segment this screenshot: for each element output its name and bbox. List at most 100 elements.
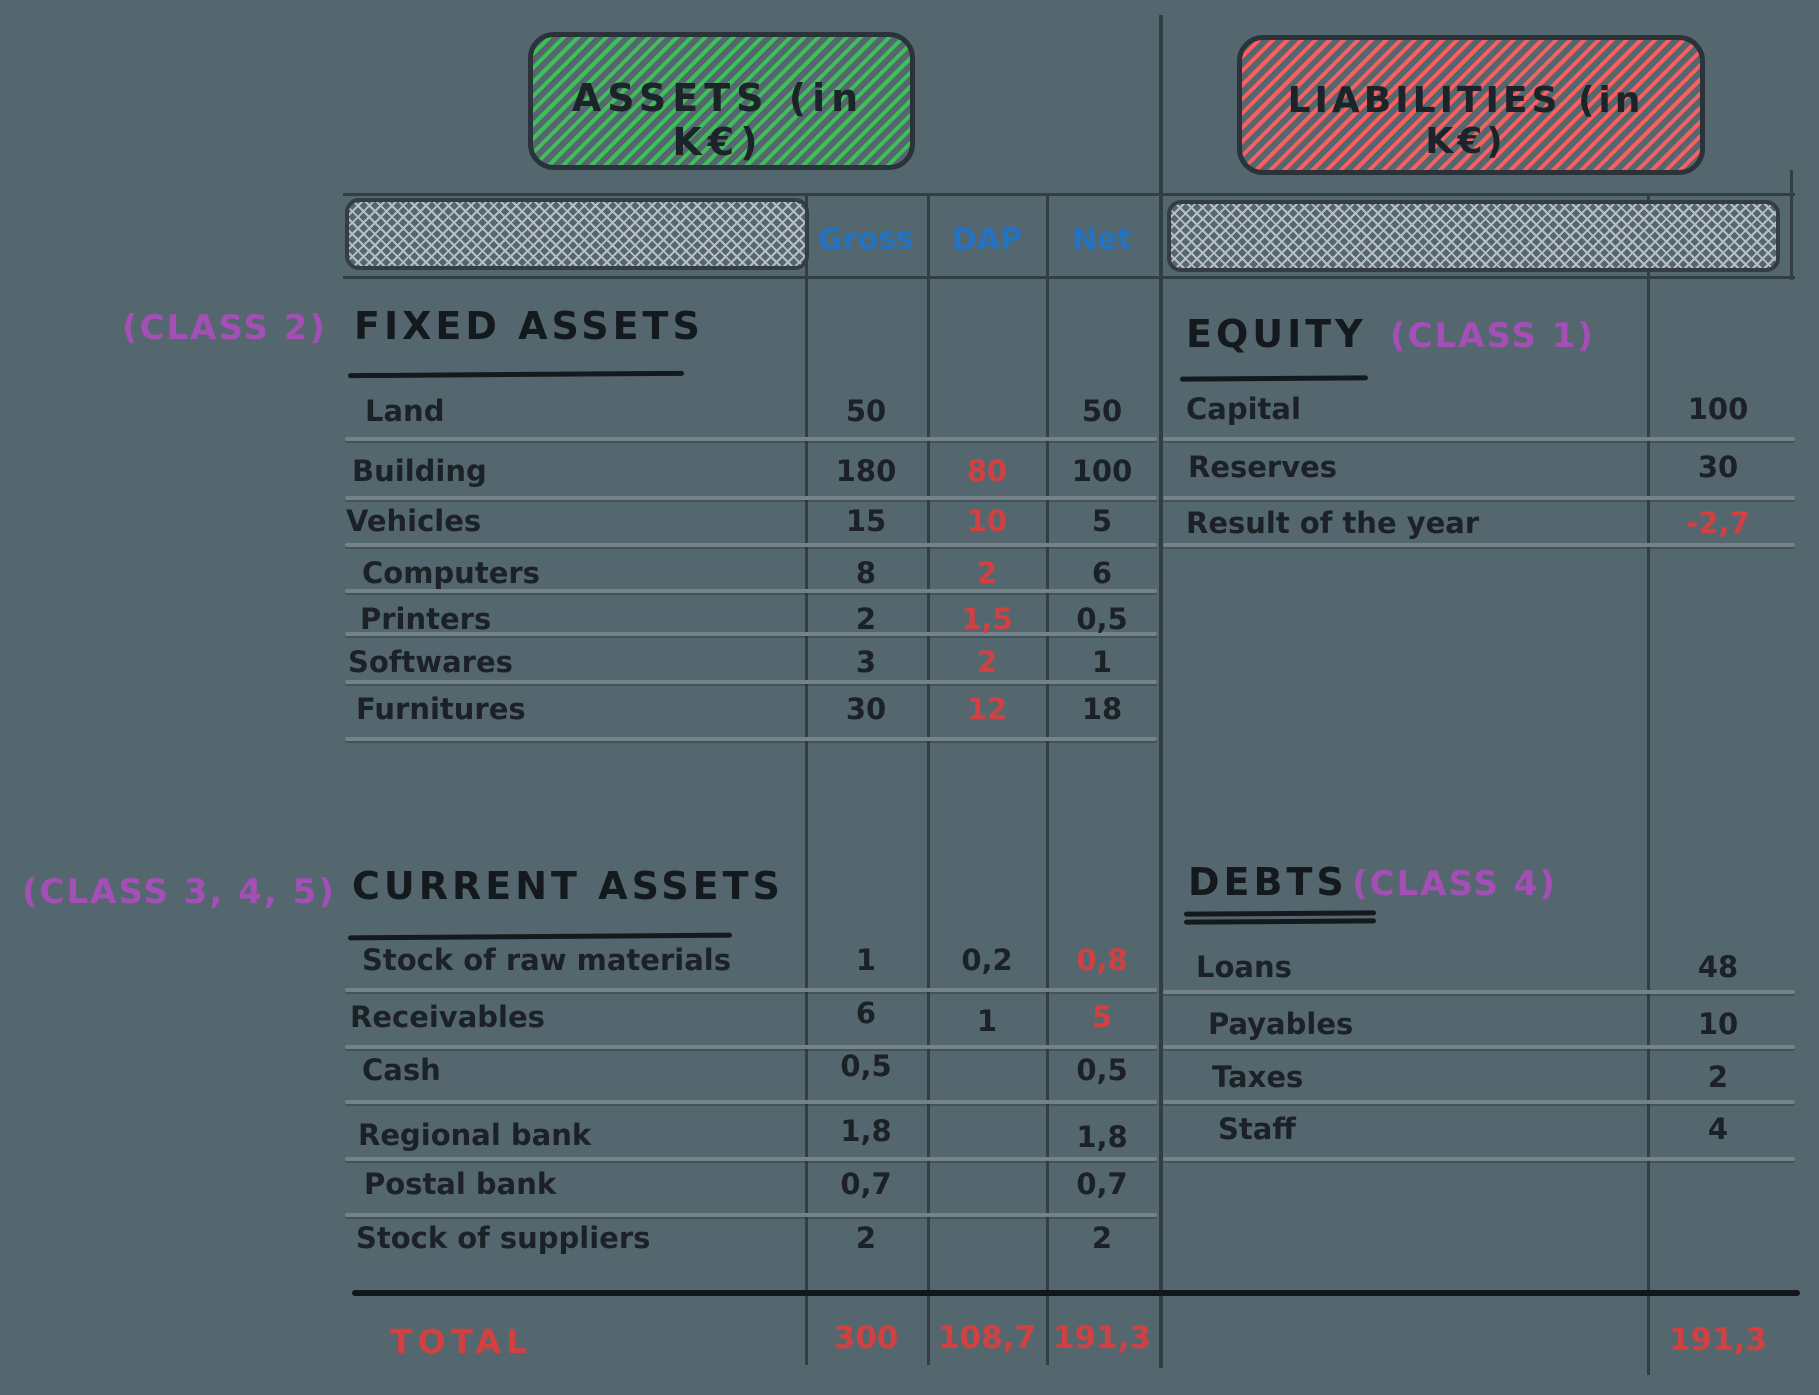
current-assets-class-label: (CLASS 3, 4, 5)	[22, 872, 336, 912]
row-separator-line	[345, 1045, 1157, 1049]
grid-line-gross-dap	[927, 195, 930, 1365]
row-net: 100	[1071, 454, 1133, 488]
row-value: 4	[1707, 1112, 1729, 1146]
row-net: 1,8	[1076, 1120, 1128, 1154]
row-label: Building	[352, 454, 487, 488]
assets-header-bar	[345, 198, 809, 270]
column-header-net: Net	[1071, 221, 1133, 258]
row-label: Stock of raw materials	[362, 943, 731, 977]
row-label: Payables	[1208, 1007, 1354, 1041]
liabilities-title-box	[1237, 35, 1705, 175]
row-gross: 15	[845, 504, 887, 538]
row-gross: 2	[855, 1221, 877, 1255]
row-label: Staff	[1218, 1112, 1296, 1146]
row-label: Land	[365, 394, 445, 428]
row-separator-line	[345, 1100, 1157, 1104]
row-value: 2	[1707, 1060, 1729, 1094]
row-separator-line	[345, 496, 1157, 500]
row-gross: 0,7	[840, 1167, 892, 1201]
row-label: Furnitures	[356, 692, 526, 726]
row-gross: 3	[855, 645, 877, 679]
row-separator-line	[1163, 1045, 1795, 1049]
grid-line-header-bottom	[343, 276, 1795, 279]
row-label: Vehicles	[346, 504, 482, 538]
row-gross: 8	[855, 556, 877, 590]
row-dap: 0,2	[961, 943, 1013, 977]
row-gross: 1	[855, 943, 877, 977]
row-value: 30	[1697, 450, 1739, 484]
assets-title-box	[528, 32, 915, 170]
row-net: 1	[1091, 645, 1113, 679]
debts-class-label: (CLASS 4)	[1352, 864, 1557, 904]
row-separator-line	[345, 437, 1157, 441]
row-net: 6	[1091, 556, 1113, 590]
row-label: Regional bank	[358, 1118, 592, 1152]
row-gross: 50	[845, 394, 887, 428]
row-separator-line	[345, 737, 1157, 741]
row-gross: 180	[835, 454, 897, 488]
row-gross: 6	[855, 996, 877, 1030]
row-separator-line	[345, 543, 1157, 547]
total-label: TOTAL	[390, 1322, 533, 1361]
row-net: 5	[1091, 504, 1113, 538]
current-assets-underline	[347, 932, 733, 941]
row-separator-line	[1163, 437, 1795, 441]
grid-line-right-edge	[1790, 170, 1793, 280]
center-divider-line	[1159, 15, 1163, 1368]
row-value: 100	[1687, 392, 1749, 426]
row-separator-line	[345, 589, 1157, 593]
equity-title: EQUITY	[1186, 312, 1367, 356]
debts-underline-1	[1183, 910, 1377, 917]
row-label: Loans	[1196, 950, 1292, 984]
assets-title: ASSETS (in K€)	[571, 76, 865, 164]
row-net: 50	[1081, 394, 1123, 428]
row-value: -2,7	[1686, 506, 1750, 540]
total-net: 191,3	[1052, 1320, 1152, 1356]
column-header-gross: Gross	[817, 221, 915, 258]
liabilities-title: LIABILITIES (in K€)	[1287, 80, 1645, 162]
total-dap: 108,7	[937, 1320, 1037, 1356]
row-separator-line	[1163, 990, 1795, 994]
row-separator-line	[1163, 496, 1795, 500]
row-label: Cash	[362, 1053, 441, 1087]
row-dap: 1,5	[961, 602, 1013, 636]
row-separator-line	[345, 680, 1157, 684]
row-separator-line	[345, 1213, 1157, 1217]
row-label: Printers	[360, 602, 492, 636]
row-separator-line	[345, 1157, 1157, 1161]
total-rule-line	[352, 1290, 1800, 1296]
row-gross: 1,8	[840, 1114, 892, 1148]
debts-underline-2	[1183, 918, 1377, 925]
current-assets-title: CURRENT ASSETS	[352, 864, 784, 908]
row-separator-line	[345, 988, 1157, 992]
total-gross: 300	[833, 1320, 899, 1356]
row-dap: 80	[966, 454, 1008, 488]
row-gross: 0,5	[840, 1049, 892, 1083]
row-net: 0,5	[1076, 1053, 1128, 1087]
row-label: Stock of suppliers	[356, 1221, 651, 1255]
row-label: Result of the year	[1186, 506, 1480, 540]
row-label: Postal bank	[364, 1167, 557, 1201]
row-net: 5	[1091, 1000, 1113, 1034]
row-gross: 2	[855, 602, 877, 636]
row-gross: 30	[845, 692, 887, 726]
fixed-assets-class-label: (CLASS 2)	[122, 308, 327, 348]
row-label: Capital	[1186, 392, 1301, 426]
row-net: 2	[1091, 1221, 1113, 1255]
fixed-assets-title: FIXED ASSETS	[354, 304, 704, 348]
row-net: 0,7	[1076, 1167, 1128, 1201]
row-dap: 2	[976, 556, 998, 590]
liabilities-header-bar	[1167, 200, 1780, 272]
row-value: 48	[1697, 950, 1739, 984]
row-dap: 10	[966, 504, 1008, 538]
total-liabilities: 191,3	[1668, 1322, 1768, 1358]
grid-line-gross-left	[805, 195, 808, 1365]
row-label: Softwares	[348, 645, 513, 679]
fixed-assets-underline	[347, 370, 685, 379]
grid-line-header-top	[343, 193, 1795, 196]
row-dap: 2	[976, 645, 998, 679]
row-label: Taxes	[1212, 1060, 1304, 1094]
row-separator-line	[345, 632, 1157, 636]
row-net: 18	[1081, 692, 1123, 726]
